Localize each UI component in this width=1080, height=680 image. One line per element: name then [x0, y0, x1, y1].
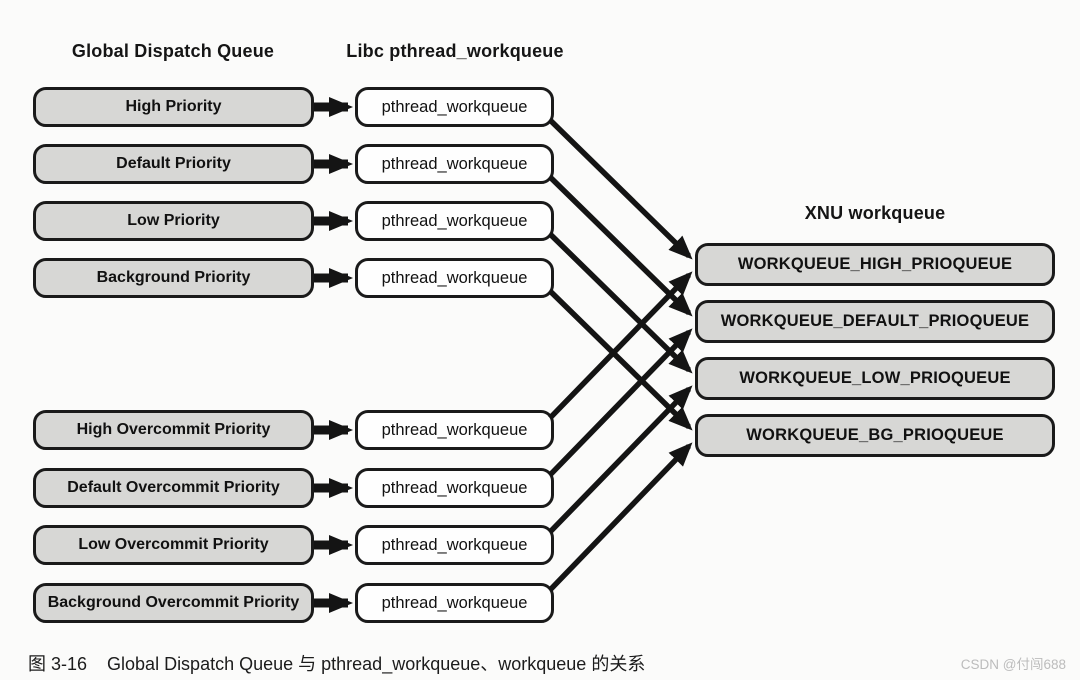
middle-column-header: Libc pthread_workqueue: [346, 41, 564, 61]
node-pthread-workqueue-1: pthread_workqueue: [355, 87, 554, 127]
node-default-overcommit-priority: Default Overcommit Priority: [33, 468, 314, 508]
right-column-header: XNU workqueue: [804, 203, 946, 223]
figure-number: 图 3-16: [28, 654, 88, 674]
node-pthread-workqueue-3: pthread_workqueue: [355, 201, 554, 241]
node-workqueue-default-prioqueue: WORKQUEUE_DEFAULT_PRIOQUEUE: [695, 300, 1055, 343]
node-high-priority: High Priority: [33, 87, 314, 127]
node-pthread-workqueue-5: pthread_workqueue: [355, 410, 554, 450]
figure-caption-text: Global Dispatch Queue 与 pthread_workqueu…: [107, 654, 646, 674]
node-pthread-workqueue-2: pthread_workqueue: [355, 144, 554, 184]
node-low-overcommit-priority: Low Overcommit Priority: [33, 525, 314, 565]
node-background-overcommit-priority: Background Overcommit Priority: [33, 583, 314, 623]
node-workqueue-low-prioqueue: WORKQUEUE_LOW_PRIOQUEUE: [695, 357, 1055, 400]
node-background-priority: Background Priority: [33, 258, 314, 298]
node-pthread-workqueue-4: pthread_workqueue: [355, 258, 554, 298]
node-pthread-workqueue-7: pthread_workqueue: [355, 525, 554, 565]
left-column-header: Global Dispatch Queue: [71, 41, 275, 61]
node-workqueue-high-prioqueue: WORKQUEUE_HIGH_PRIOQUEUE: [695, 243, 1055, 286]
figure-caption: 图 3-16 Global Dispatch Queue 与 pthread_wo…: [28, 650, 645, 676]
node-high-overcommit-priority: High Overcommit Priority: [33, 410, 314, 450]
node-default-priority: Default Priority: [33, 144, 314, 184]
node-pthread-workqueue-6: pthread_workqueue: [355, 468, 554, 508]
node-low-priority: Low Priority: [33, 201, 314, 241]
csdn-watermark: CSDN @付闯688: [960, 657, 1066, 672]
node-workqueue-bg-prioqueue: WORKQUEUE_BG_PRIOQUEUE: [695, 414, 1055, 457]
node-pthread-workqueue-8: pthread_workqueue: [355, 583, 554, 623]
